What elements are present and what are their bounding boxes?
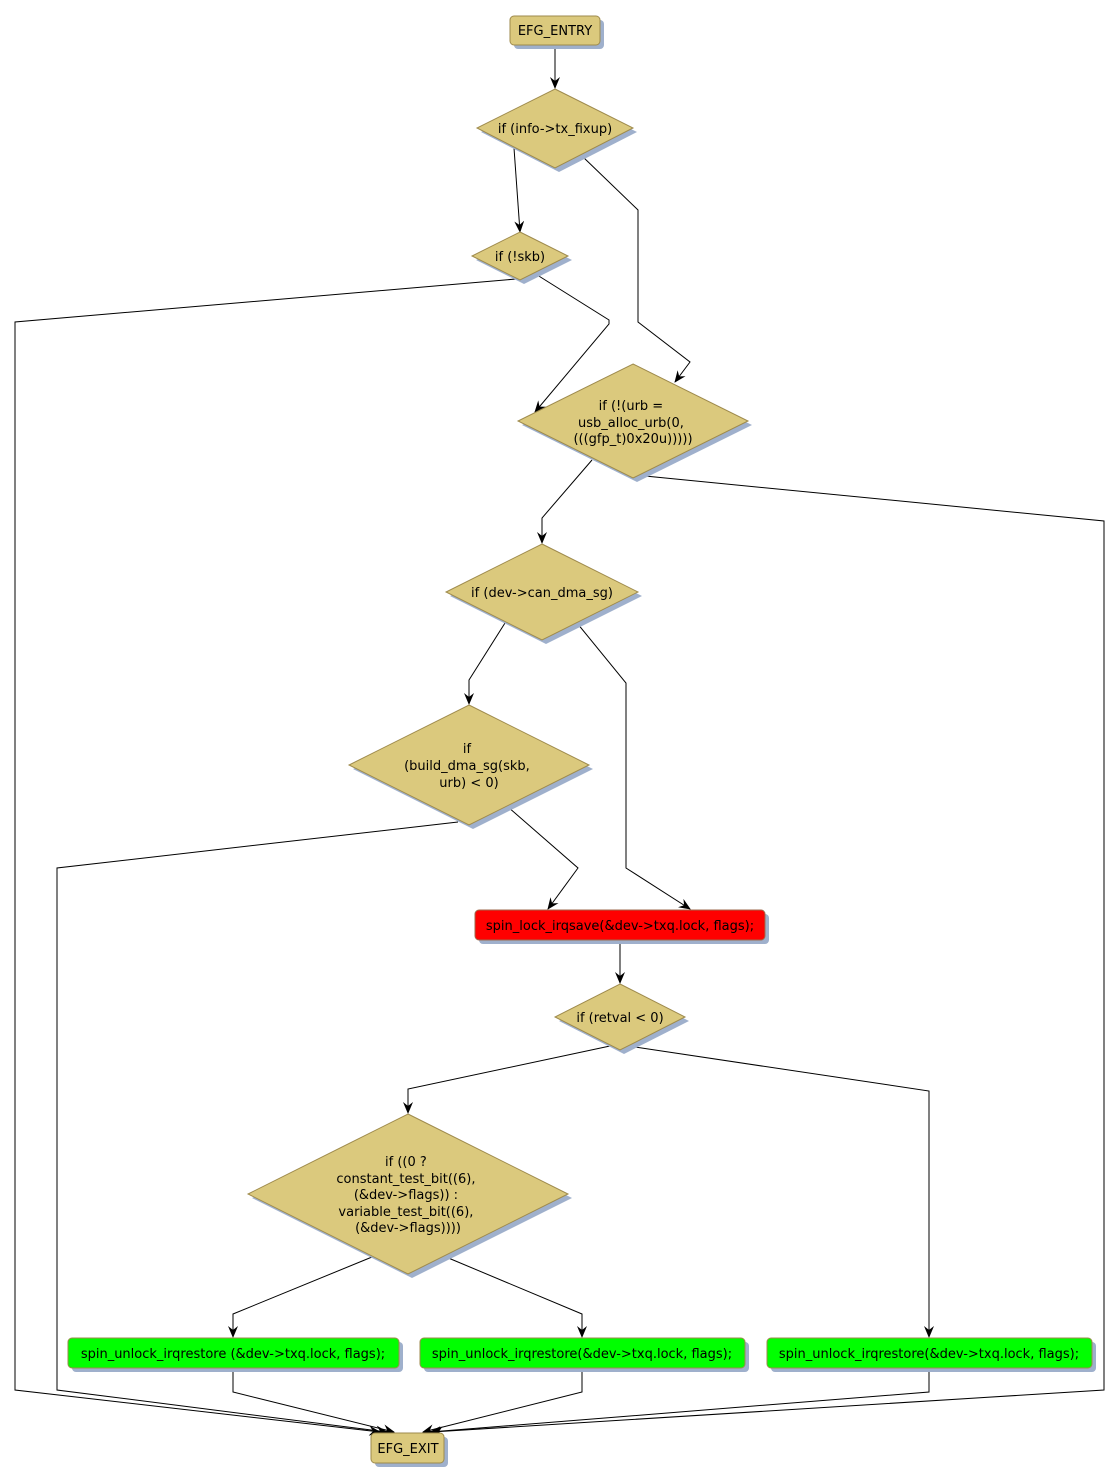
- edge-testbit-to-unlock1: [228, 1256, 373, 1338]
- decision-label: if (retval < 0): [576, 1011, 663, 1026]
- edge-tx-fixup-to-skb: [513, 147, 525, 233]
- decision-label: if ((0 ? constant_test_bit((6), (&dev->f…: [336, 1155, 479, 1236]
- node-exit-label: EFG_EXIT: [377, 1442, 438, 1457]
- decision-build-dma-sg[interactable]: if (build_dma_sg(skb, urb) < 0): [347, 704, 593, 829]
- edge-retval-to-testbit: [403, 1045, 611, 1114]
- edge-dma-to-lock: [576, 622, 691, 910]
- edge-urb-to-exit: [431, 475, 1105, 1437]
- decision-label: if (!(urb = usb_alloc_urb(0, (((gfp_t)0x…: [573, 399, 692, 447]
- decision-skb[interactable]: if (!skb): [470, 231, 572, 284]
- edges: [14, 45, 1105, 1437]
- node-spin-unlock-3[interactable]: spin_unlock_irqrestore(&dev->txq.lock, f…: [766, 1337, 1096, 1372]
- decision-label: if (info->tx_fixup): [498, 122, 612, 137]
- decision-label: if (dev->can_dma_sg): [471, 586, 613, 601]
- node-entry[interactable]: EFG_ENTRY: [509, 15, 604, 49]
- decision-test-bit[interactable]: if ((0 ? constant_test_bit((6), (&dev->f…: [246, 1113, 572, 1278]
- edge-unlock2-to-exit: [422, 1368, 583, 1435]
- edge-urb-to-dma: [537, 459, 593, 544]
- edge-testbit-to-unlock2: [445, 1256, 587, 1338]
- edge-skb-to-exit: [14, 278, 517, 1436]
- decision-can-dma-sg[interactable]: if (dev->can_dma_sg): [444, 543, 642, 644]
- node-label: spin_lock_irqsave(&dev->txq.lock, flags)…: [486, 919, 754, 934]
- node-spin-lock-irqsave[interactable]: spin_lock_irqsave(&dev->txq.lock, flags)…: [474, 909, 769, 944]
- edge-skb-to-urb: [533, 272, 610, 413]
- edge-tx-fixup-to-urb: [581, 155, 691, 383]
- decision-tx-fixup[interactable]: if (info->tx_fixup): [475, 88, 637, 172]
- decision-label: if (build_dma_sg(skb, urb) < 0): [404, 742, 534, 791]
- decision-retval[interactable]: if (retval < 0): [553, 983, 689, 1054]
- node-spin-unlock-1[interactable]: spin_unlock_irqrestore (&dev->txq.lock, …: [67, 1337, 403, 1372]
- node-spin-unlock-2[interactable]: spin_unlock_irqrestore(&dev->txq.lock, f…: [419, 1337, 749, 1372]
- node-label: spin_unlock_irqrestore(&dev->txq.lock, f…: [779, 1347, 1079, 1362]
- edge-unlock1-to-exit: [232, 1368, 395, 1435]
- node-label: spin_unlock_irqrestore(&dev->txq.lock, f…: [432, 1347, 732, 1362]
- edge-build-to-exit: [56, 821, 459, 1436]
- node-label: spin_unlock_irqrestore (&dev->txq.lock, …: [81, 1347, 385, 1362]
- decision-label: if (!skb): [495, 250, 545, 265]
- edge-build-to-lock: [507, 806, 579, 910]
- node-exit[interactable]: EFG_EXIT: [370, 1432, 448, 1467]
- node-entry-label: EFG_ENTRY: [518, 24, 592, 39]
- edge-unlock3-to-exit: [429, 1368, 930, 1437]
- edge-dma-to-build: [464, 622, 506, 705]
- edge-retval-to-unlock3: [627, 1045, 934, 1338]
- decision-urb-alloc[interactable]: if (!(urb = usb_alloc_urb(0, (((gfp_t)0x…: [516, 363, 752, 482]
